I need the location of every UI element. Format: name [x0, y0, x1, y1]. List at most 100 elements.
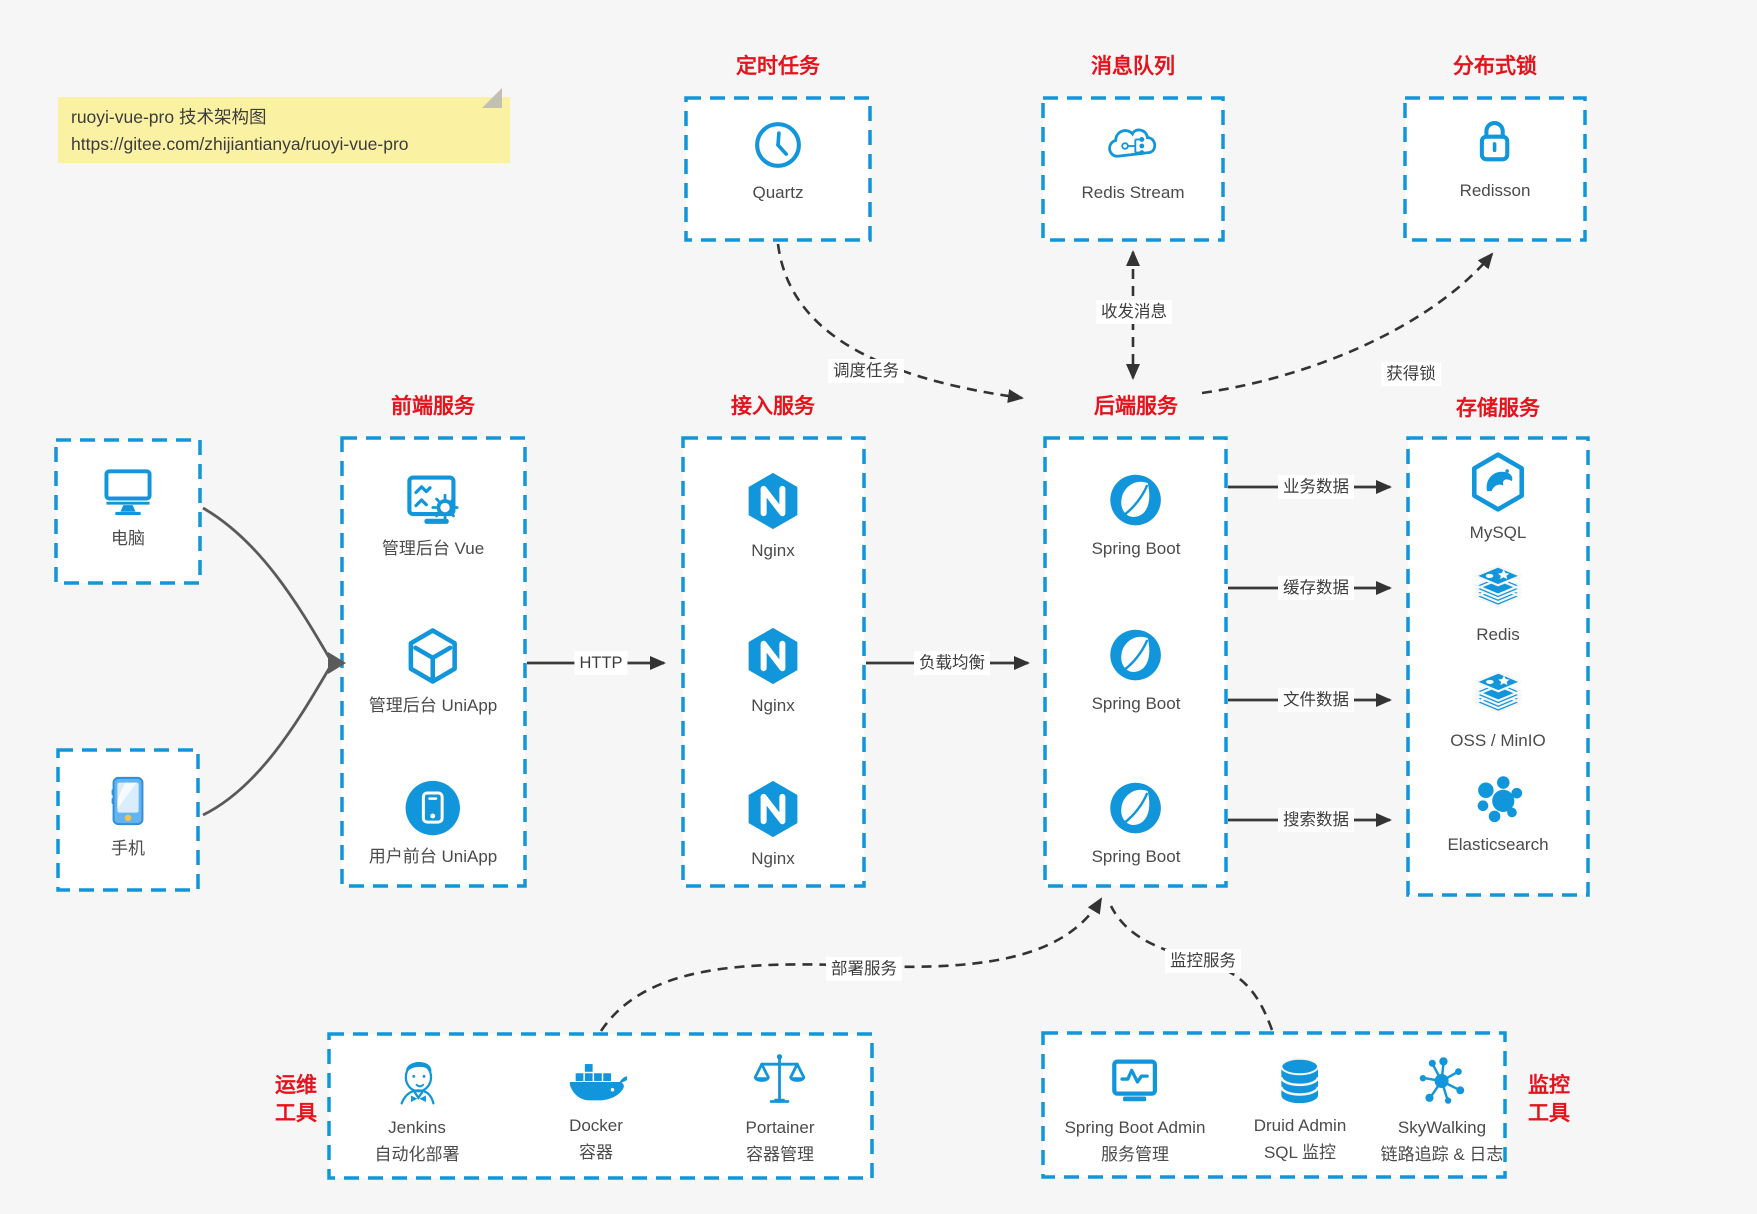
- druid-icon: [1273, 1055, 1327, 1107]
- dashed-boxes: [54, 96, 1590, 1180]
- node-portainer: Portainer 容器管理: [745, 1053, 815, 1166]
- arrow-schedule-task: [776, 243, 1024, 404]
- node-label: Spring Boot Admin: [1064, 1118, 1206, 1137]
- node-desc: 容器管理: [745, 1145, 814, 1164]
- nginx-icon: [743, 778, 803, 840]
- node-label: MySQL: [1469, 523, 1527, 542]
- node-label: Redis Stream: [1081, 183, 1185, 202]
- nginx-icon: [743, 625, 803, 687]
- node-elasticsearch: Elasticsearch: [1447, 770, 1549, 856]
- node-mobile-client: 手机: [101, 772, 155, 860]
- node-label: Elasticsearch: [1447, 835, 1549, 854]
- node-redisson: Redisson: [1459, 114, 1531, 202]
- node-label: Spring Boot: [1091, 694, 1181, 713]
- title-backend: 后端服务: [1094, 395, 1178, 418]
- quartz-box: [684, 96, 872, 242]
- node-desc: 服务管理: [1101, 1145, 1169, 1164]
- node-spring-boot-3: Spring Boot: [1091, 778, 1181, 868]
- elasticsearch-icon: [1469, 770, 1527, 826]
- node-label: OSS / MinIO: [1450, 731, 1546, 750]
- node-admin-vue: 管理后台 Vue: [382, 470, 484, 560]
- spring-boot-admin-icon: [1106, 1053, 1164, 1109]
- clock-icon: [749, 116, 807, 174]
- node-label: Redis: [1476, 625, 1520, 644]
- node-label: Spring Boot: [1091, 847, 1181, 866]
- edge-label-monitor: 监控服务: [1165, 949, 1241, 973]
- note-fold-corner: [482, 88, 502, 108]
- redis-stream-box: [1041, 96, 1225, 242]
- user-app-icon: [403, 778, 463, 838]
- node-desc: SQL 监控: [1263, 1143, 1337, 1162]
- title-storage: 存储服务: [1456, 397, 1540, 420]
- node-desc: 自动化部署: [374, 1145, 460, 1164]
- node-admin-uniapp: 管理后台 UniApp: [369, 625, 497, 717]
- pc-to-frontend-curve: [202, 506, 332, 660]
- spring-boot-icon: [1106, 778, 1166, 838]
- node-label: Nginx: [751, 696, 795, 715]
- nginx-icon: [743, 470, 803, 532]
- title-frontend: 前端服务: [391, 395, 475, 418]
- spring-boot-icon: [1106, 625, 1166, 685]
- title-scheduled-tasks: 定时任务: [736, 55, 820, 78]
- node-desc: 容器: [579, 1143, 613, 1162]
- monitoring-tools-box: [1041, 1031, 1507, 1179]
- redis-stack-icon: [1468, 562, 1528, 616]
- title-distributed-lock: 分布式锁: [1453, 55, 1537, 78]
- arrow-deploy: [599, 897, 1103, 1032]
- admin-vue-icon: [403, 470, 463, 530]
- node-oss-minio: OSS / MinIO: [1450, 668, 1546, 752]
- node-nginx-2: Nginx: [743, 625, 803, 717]
- node-spring-boot-1: Spring Boot: [1091, 470, 1181, 560]
- portainer-icon: [752, 1053, 808, 1109]
- title-gateway: 接入服务: [731, 395, 815, 418]
- client-arrowhead: [328, 652, 346, 674]
- title-message-queue: 消息队列: [1091, 55, 1175, 78]
- node-redis: Redis: [1468, 562, 1528, 646]
- smartphone-icon: [101, 772, 155, 830]
- node-label: Jenkins: [388, 1118, 446, 1137]
- lock-icon: [1466, 114, 1524, 172]
- node-label: 管理后台 UniApp: [368, 696, 498, 715]
- client-curves: [202, 506, 332, 817]
- mysql-icon: [1467, 450, 1529, 514]
- dashed-arrows: [599, 243, 1494, 1032]
- cube-icon: [402, 625, 464, 687]
- edge-label-load-balance: 负载均衡: [914, 651, 990, 675]
- desktop-icon: [98, 462, 158, 520]
- node-desc: 链路追踪 & 日志: [1380, 1145, 1504, 1164]
- monitoring-side-label: 监控工具: [1528, 1074, 1570, 1125]
- node-label: Quartz: [752, 183, 804, 202]
- node-nginx-1: Nginx: [743, 470, 803, 562]
- edge-label-http: HTTP: [574, 651, 628, 675]
- edge-label-business-data: 业务数据: [1278, 475, 1354, 499]
- edge-label-messaging: 收发消息: [1096, 300, 1172, 324]
- node-label: Portainer: [745, 1118, 815, 1137]
- node-druid-admin: Druid Admin SQL 监控: [1253, 1055, 1347, 1164]
- node-label: Docker: [569, 1116, 623, 1135]
- node-user-uniapp: 用户前台 UniApp: [369, 778, 497, 868]
- cloud-message-icon: [1103, 118, 1163, 174]
- mobile-to-frontend-curve: [202, 666, 332, 817]
- node-mysql: MySQL: [1467, 450, 1529, 544]
- node-spring-boot-admin: Spring Boot Admin 服务管理: [1064, 1053, 1206, 1166]
- node-jenkins: Jenkins 自动化部署: [375, 1053, 460, 1166]
- node-label: 手机: [111, 839, 145, 858]
- ops-side-label: 运维工具: [275, 1074, 317, 1125]
- edge-label-lock: 获得锁: [1381, 362, 1441, 386]
- node-label: Druid Admin: [1253, 1116, 1347, 1135]
- node-nginx-3: Nginx: [743, 778, 803, 870]
- node-spring-boot-2: Spring Boot: [1091, 625, 1181, 715]
- node-label: SkyWalking: [1397, 1118, 1487, 1137]
- node-label: Nginx: [751, 541, 795, 560]
- spring-boot-icon: [1106, 470, 1166, 530]
- node-label: Redisson: [1459, 181, 1531, 200]
- node-label: Spring Boot: [1091, 539, 1181, 558]
- node-docker: Docker 容器: [565, 1055, 627, 1164]
- redis-stack-icon: [1468, 668, 1528, 722]
- node-label: 电脑: [111, 529, 145, 548]
- jenkins-icon: [389, 1053, 445, 1109]
- edge-label-deploy: 部署服务: [826, 957, 902, 981]
- note-url: https://gitee.com/zhijiantianya/ruoyi-vu…: [71, 134, 409, 154]
- edge-label-cache-data: 缓存数据: [1278, 576, 1354, 600]
- node-skywalking: SkyWalking 链路追踪 & 日志: [1380, 1053, 1504, 1166]
